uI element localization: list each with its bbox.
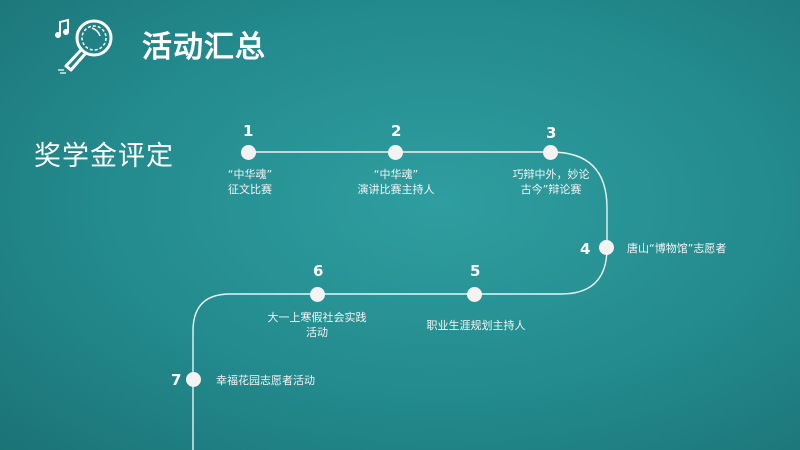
node-label-3-line2: 古今”辩论赛 — [520, 183, 582, 196]
node-label-6-line1: 大一上寒假社会实践 — [267, 311, 367, 324]
node-label-1: “中华魂” 征文比赛 — [198, 167, 302, 197]
magnifier-music-icon — [55, 18, 113, 74]
node-label-6: 大一上寒假社会实践 活动 — [250, 310, 384, 340]
node-label-1-line2: 征文比赛 — [228, 183, 272, 196]
node-number-7: 7 — [171, 371, 182, 389]
timeline-node-5 — [467, 287, 482, 302]
node-number-3: 3 — [546, 124, 557, 142]
timeline-node-4 — [599, 240, 614, 255]
node-label-6-line2: 活动 — [306, 326, 328, 339]
section-title: 奖学金评定 — [34, 141, 174, 172]
node-number-5: 5 — [470, 262, 481, 280]
node-number-4: 4 — [580, 240, 591, 258]
timeline-node-2 — [388, 145, 403, 160]
page-title: 活动汇总 — [142, 30, 266, 65]
timeline-node-6 — [310, 287, 325, 302]
node-label-2-line2: 演讲比赛主持人 — [357, 183, 435, 196]
node-label-2: “中华魂” 演讲比赛主持人 — [340, 167, 452, 197]
node-number-6: 6 — [313, 262, 324, 280]
node-label-5: 职业生涯规划主持人 — [426, 319, 526, 332]
timeline-node-7 — [186, 372, 201, 387]
node-label-7: 幸福花园志愿者活动 — [216, 374, 315, 387]
node-number-2: 2 — [391, 122, 402, 140]
node-number-1: 1 — [243, 122, 254, 140]
node-label-2-line1: “中华魂” — [373, 168, 419, 181]
node-label-1-line1: “中华魂” — [227, 168, 273, 181]
node-label-3-line1: 巧辩中外，妙论 — [512, 168, 590, 181]
node-label-3: 巧辩中外，妙论 古今”辩论赛 — [492, 167, 610, 197]
timeline-node-3 — [543, 145, 558, 160]
node-label-4: 唐山“博物馆”志愿者 — [627, 242, 727, 255]
timeline-node-1 — [241, 145, 256, 160]
